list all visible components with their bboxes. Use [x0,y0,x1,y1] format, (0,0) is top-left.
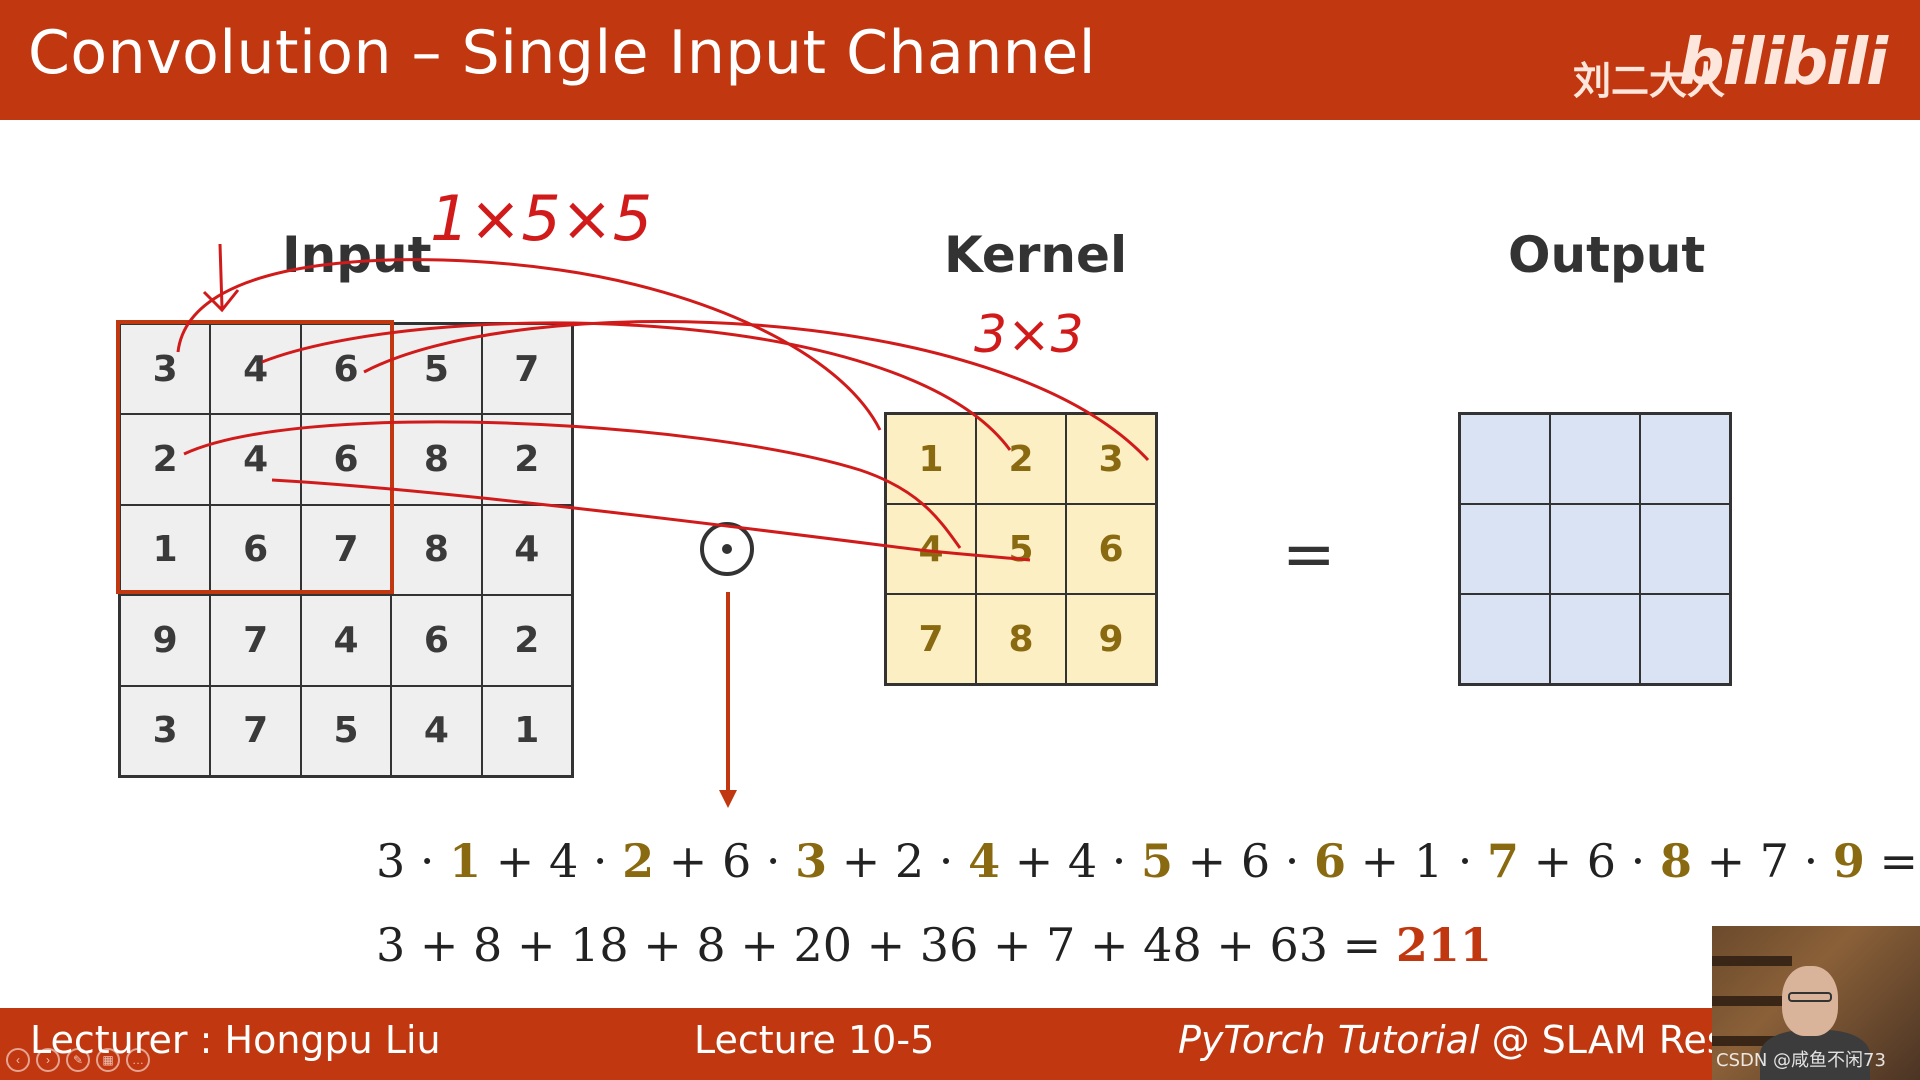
kernel-term: 8 [1660,834,1692,888]
kernel-term: 4 [968,834,1000,888]
kernel-shape-annotation: 3×3 [974,305,1084,365]
input-term: 6 [1587,834,1616,888]
kernel-term: 9 [1833,834,1865,888]
glasses-icon [1788,992,1832,1002]
lecture-number: Lecture 10-5 [694,1018,934,1062]
tutorial-credit: PyTorch Tutorial @ SLAM Resea [1178,1018,1773,1062]
more-icon[interactable]: … [126,1048,150,1072]
input-term: 2 [895,834,924,888]
csdn-watermark: CSDN @咸鱼不闲73 [1716,1046,1886,1072]
kernel-term: 2 [622,834,654,888]
next-slide-icon[interactable]: › [36,1048,60,1072]
input-term: 7 [1760,834,1789,888]
formula-line-2: 3 + 8 + 18 + 8 + 20 + 36 + 7 + 48 + 63 =… [376,918,1492,972]
kernel-term: 7 [1487,834,1519,888]
slides-icon[interactable]: ▦ [96,1048,120,1072]
input-term: 1 [1414,834,1443,888]
mapping-curve-5 [272,480,1030,560]
input-term: 4 [549,834,578,888]
sum-expression: 3 + 8 + 18 + 8 + 20 + 36 + 7 + 48 + 63 = [376,918,1381,972]
pen-icon[interactable]: ✎ [66,1048,90,1072]
formula-line-1: 3 · 1 + 4 · 2 + 6 · 3 + 2 · 4 + 4 · 5 + … [376,834,1918,888]
input-term: 4 [1068,834,1097,888]
input-shape-annotation: 1×5×5 [430,182,652,255]
kernel-term: 1 [449,834,481,888]
mapping-curve-1 [178,260,880,430]
prev-slide-icon[interactable]: ‹ [6,1048,30,1072]
tutorial-name: PyTorch Tutorial [1178,1018,1480,1062]
input-term: 6 [722,834,751,888]
slide-nav-controls[interactable]: ‹ › ✎ ▦ … [6,1048,150,1072]
down-stroke-icon [204,244,238,310]
input-term: 3 [376,834,405,888]
kernel-term: 5 [1141,834,1173,888]
mapping-curve-4 [184,422,960,548]
input-term: 6 [1241,834,1270,888]
kernel-term: 3 [795,834,827,888]
kernel-term: 6 [1314,834,1346,888]
result-value: 211 [1396,918,1492,972]
